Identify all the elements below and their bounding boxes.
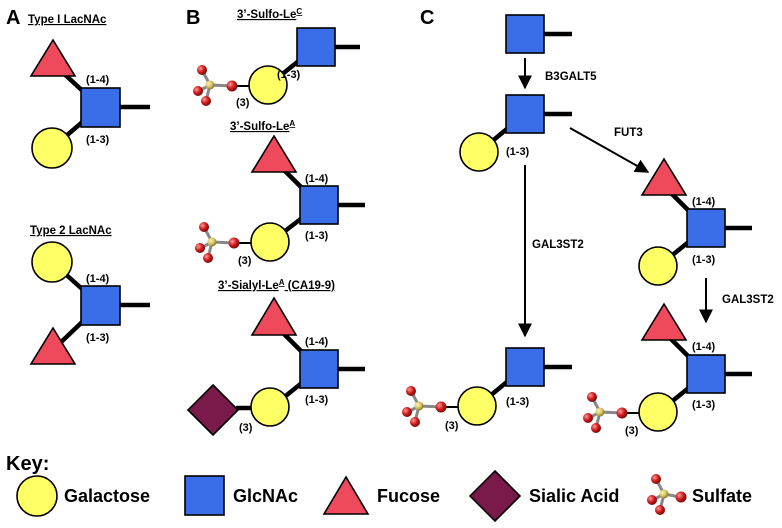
enzyme-label: GAL3ST2 [532, 239, 584, 251]
position-label: (3) [239, 422, 253, 434]
panel-label-b: B [186, 7, 200, 29]
position-label: (3) [445, 420, 459, 432]
glcnac-square [505, 347, 545, 387]
galactose-key-icon [16, 475, 58, 517]
key-legend: Key: Galactose GlcNAc Fucose Sialic Acid… [6, 453, 752, 523]
linkage-label: (1-3) [277, 69, 301, 81]
glcnac-square [296, 27, 336, 67]
key-label-glcnac: GlcNAc [233, 486, 298, 506]
linkage-label: (1-3) [506, 396, 530, 408]
sulfo-lec-structure: 3’-Sulfo-LeC (1-3) (3) [193, 7, 360, 109]
fucose-key-icon [322, 475, 370, 515]
key-label-sialic-acid: Sialic Acid [529, 486, 619, 506]
linkage-label: (1-3) [305, 394, 329, 406]
linkage-label: (1-4) [305, 336, 329, 348]
linkage-label: (1-4) [692, 341, 716, 353]
linkage-label: (1-4) [692, 196, 716, 208]
sulfate-key-icon [647, 474, 687, 515]
linkage-label: (1-4) [86, 273, 110, 285]
galactose-circle [250, 387, 290, 427]
sialic-acid-diamond [186, 383, 240, 437]
enzyme-label: GAL3ST2 [722, 294, 774, 306]
position-label: (3) [625, 425, 639, 437]
glcnac-square [686, 208, 726, 248]
galactose-circle [459, 132, 499, 172]
fucose-triangle [640, 302, 688, 341]
pathway-sulfo-lea: (1-4) (1-3) (3) [583, 302, 752, 437]
key-label-galactose: Galactose [64, 486, 150, 506]
glcnac-key-icon [184, 475, 225, 516]
fucose-triangle [640, 157, 688, 196]
linkage-label: (1-3) [506, 146, 530, 158]
pathway-glcnac-start [505, 14, 572, 54]
linkage-label: (1-3) [305, 230, 329, 242]
fucose-triangle [29, 326, 77, 365]
linkage-label: (1-3) [86, 332, 110, 344]
type1-lacnac: Type I LacNAc (1-4) (1-3) [28, 14, 150, 169]
key-label-sulfate: Sulfate [692, 486, 752, 506]
linkage-label: (1-3) [692, 399, 716, 411]
sialyl-lea-title: 3’-Sialyl-LeA (CA19-9) [218, 278, 335, 292]
sulfo-lea-structure: 3’-Sulfo-LeA (1-4) (1-3) (3) [195, 119, 365, 267]
sulfate-icon [402, 386, 458, 427]
glcnac-square [299, 185, 339, 225]
fucose-triangle [29, 38, 77, 77]
type1-title: Type I LacNAc [28, 14, 107, 26]
galactose-circle [638, 392, 678, 432]
enzyme-label: FUT3 [614, 127, 643, 139]
enzyme-label: B3GALT5 [545, 71, 597, 83]
glcnac-square [505, 94, 545, 134]
sulfo-lea-title: 3’-Sulfo-LeA [230, 119, 295, 133]
galactose-circle [250, 222, 290, 262]
sulfo-lec-title: 3’-Sulfo-LeC [237, 7, 302, 21]
linkage-label: (1-3) [692, 254, 716, 266]
linkage-label: (1-4) [86, 74, 110, 86]
type2-lacnac: Type 2 LacNAc (1-4) (1-3) [29, 225, 150, 365]
linkage-label: (1-4) [305, 173, 329, 185]
position-label: (3) [238, 255, 252, 267]
galactose-circle [638, 246, 678, 286]
glcnac-square [299, 349, 339, 389]
fucose-triangle [250, 134, 298, 173]
glcnac-square [686, 354, 726, 394]
galactose-circle [31, 241, 73, 283]
pathway-lacnac: (1-3) [459, 94, 572, 172]
panel-label-c: C [420, 7, 434, 29]
glcnac-square [80, 87, 121, 128]
pathway-sulfo-lec: (1-3) (3) [402, 347, 572, 432]
arrow [569, 127, 650, 173]
position-label: (3) [236, 97, 250, 109]
glcnac-square [505, 14, 545, 54]
panel-label-a: A [6, 7, 20, 29]
sialyl-lea-structure: 3’-Sialyl-LeA (CA19-9) (1-4) (1-3) (3) [186, 278, 365, 437]
galactose-circle [457, 386, 497, 426]
sulfate-icon [583, 392, 639, 433]
glcnac-square [80, 285, 121, 326]
sialic-acid-key-icon [468, 469, 522, 523]
galactose-circle [31, 127, 73, 169]
fucose-triangle [250, 296, 298, 336]
key-label-fucose: Fucose [377, 486, 440, 506]
type2-title: Type 2 LacNAc [30, 225, 112, 237]
key-heading: Key: [6, 453, 49, 475]
sulfate-icon [195, 222, 251, 263]
sulfate-icon [193, 65, 249, 106]
linkage-label: (1-3) [86, 134, 110, 146]
pathway-lea: (1-4) (1-3) [638, 157, 752, 286]
